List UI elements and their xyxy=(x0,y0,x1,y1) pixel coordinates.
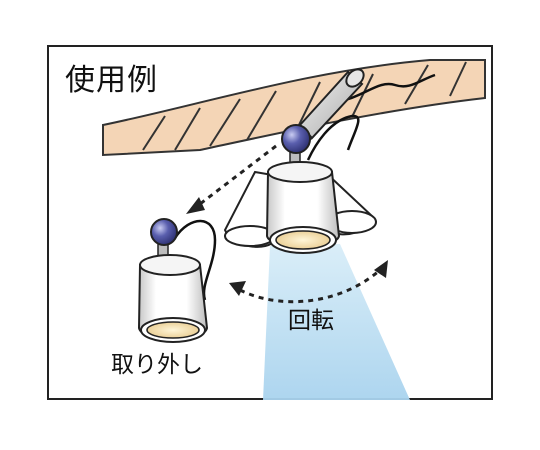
cord-to-lamp xyxy=(306,114,360,161)
light-beam xyxy=(263,244,410,400)
rotate-label: 回転 xyxy=(288,308,334,334)
detached-spotlight-icon xyxy=(137,218,217,343)
cord xyxy=(344,73,436,102)
rotate-arrow-icon xyxy=(229,260,388,304)
spotlight-icon xyxy=(223,124,377,254)
detach-arrow-icon xyxy=(186,144,277,214)
diagram-title: 使用例 xyxy=(65,63,158,98)
detach-label: 取り外し xyxy=(111,352,203,378)
